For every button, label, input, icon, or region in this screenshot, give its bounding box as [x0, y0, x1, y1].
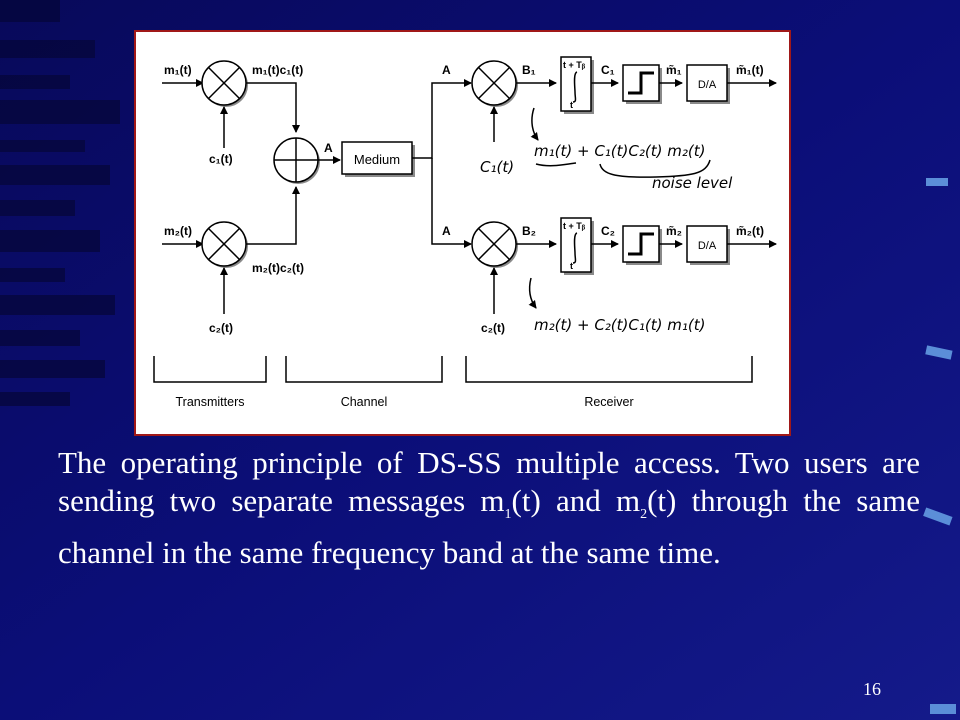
lower-integrator-upper-limit: t + Tᵦ	[563, 221, 586, 231]
upper-input-label: m₁(t)	[164, 63, 192, 77]
receiver-label: Receiver	[584, 395, 633, 409]
lower-decision-block	[622, 225, 662, 265]
medium-label: Medium	[354, 152, 400, 167]
upper-output-label: m̃₁(t)	[736, 63, 764, 77]
transmitters-label: Transmitters	[176, 395, 245, 409]
lower-dac-label: D/A	[698, 240, 717, 252]
upper-rx-mixer-output-label: B₁	[522, 63, 536, 77]
channel-bracket	[285, 356, 443, 383]
caption-text-1: The operating principle of DS-SS multipl…	[58, 445, 920, 518]
receiver-bracket	[465, 356, 753, 383]
figure-panel: m₁(t) m₁(t)c₁(t) c₁(t) m₂(t) m₂(t)c₂(t) …	[134, 30, 791, 436]
lower-rx-input-label: A	[442, 224, 451, 238]
left-decor-stripes	[0, 0, 120, 406]
upper-decision-block	[622, 64, 662, 104]
ds-ss-diagram: m₁(t) m₁(t)c₁(t) c₁(t) m₂(t) m₂(t)c₂(t) …	[153, 56, 777, 409]
upper-product-wire	[246, 82, 300, 133]
lower-dac-block	[686, 225, 730, 265]
caption-text-2: (t) and m	[511, 483, 641, 518]
upper-dac-label: D/A	[698, 79, 717, 91]
slide-number: 16	[863, 679, 881, 699]
lower-product-label: m₂(t)c₂(t)	[252, 261, 304, 275]
lower-annotation-arrow	[528, 277, 537, 309]
upper-annotation-brace	[599, 159, 711, 178]
caption: The operating principle of DS-SS multipl…	[58, 444, 920, 572]
upper-annotation-arrow	[530, 107, 539, 141]
upper-decision-output-label: m̃₁	[666, 63, 682, 77]
lower-integrator-lower-limit: t	[570, 261, 573, 271]
caption-subscript-1: 1	[504, 507, 512, 523]
lower-input-label: m₂(t)	[164, 224, 192, 238]
upper-rx-code-label: C₁(t)	[480, 158, 514, 176]
upper-integrator-upper-limit: t + Tᵦ	[563, 60, 586, 70]
lower-rx-code-label: c₂(t)	[481, 321, 505, 335]
upper-integrator-block	[560, 56, 594, 114]
lower-product-wire	[246, 186, 300, 245]
channel-label: Channel	[341, 395, 388, 409]
right-decor-dashes	[923, 178, 956, 714]
upper-tx-mixer	[201, 60, 248, 107]
upper-annotation-note: noise level	[652, 174, 733, 192]
upper-product-label: m₁(t)c₁(t)	[252, 63, 303, 77]
medium-to-lower-rx-wire	[431, 158, 472, 248]
summer-output-label: A	[324, 141, 333, 155]
upper-integrator-lower-limit: t	[570, 100, 573, 110]
upper-code-label: c₁(t)	[209, 152, 233, 166]
medium-to-upper-rx-wire	[412, 79, 472, 159]
lower-decision-output-label: m̃₂	[666, 224, 682, 238]
lower-tx-mixer	[201, 221, 248, 268]
lower-rx-mixer-output-label: B₂	[522, 224, 536, 238]
upper-integrator-output-label: C₁	[601, 63, 615, 77]
upper-annotation-signal: m₁(t) + C₁(t)C₂(t) m₂(t)	[534, 142, 705, 160]
upper-rx-input-label: A	[442, 63, 451, 77]
upper-dac-block	[686, 64, 730, 104]
summing-junction	[273, 137, 320, 184]
lower-code-label: c₂(t)	[209, 321, 233, 335]
caption-subscript-2: 2	[640, 507, 648, 523]
lower-rx-mixer	[471, 221, 518, 268]
upper-rx-mixer	[471, 60, 518, 107]
upper-annotation-underline	[535, 162, 577, 167]
lower-annotation-signal: m₂(t) + C₂(t)C₁(t) m₁(t)	[534, 316, 705, 334]
caption-text-3: (t) through the same channel in the same…	[58, 483, 920, 571]
transmitters-bracket	[153, 356, 267, 383]
lower-integrator-output-label: C₂	[601, 224, 615, 238]
lower-integrator-block	[560, 217, 594, 275]
lower-output-label: m̃₂(t)	[736, 224, 764, 238]
